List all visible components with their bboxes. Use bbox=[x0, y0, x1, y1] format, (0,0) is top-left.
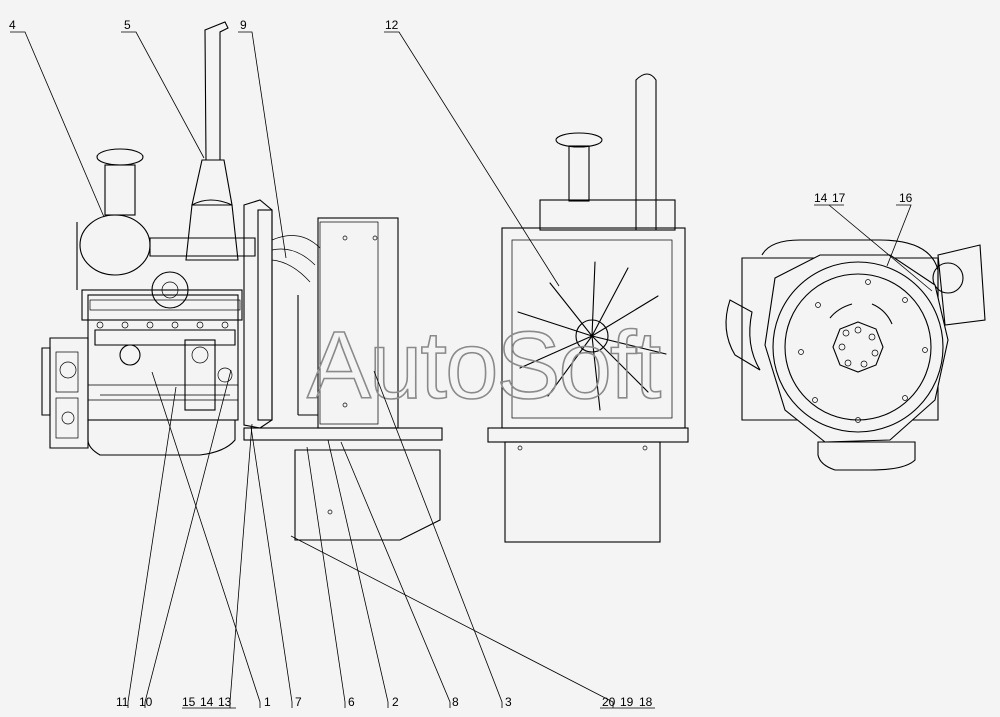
callout-15: 15 bbox=[182, 695, 196, 709]
callout-14-top: 14 bbox=[814, 191, 828, 205]
side-view bbox=[41, 21, 443, 541]
front-view bbox=[487, 73, 689, 543]
callout-3: 3 bbox=[505, 695, 512, 709]
callout-7: 7 bbox=[295, 695, 302, 709]
callout-8: 8 bbox=[452, 695, 459, 709]
callout-10: 10 bbox=[139, 695, 153, 709]
callout-17: 17 bbox=[832, 191, 846, 205]
callout-9: 9 bbox=[240, 18, 247, 32]
callout-18: 18 bbox=[639, 695, 653, 709]
rear-view bbox=[725, 239, 986, 471]
callout-14-bottom: 14 bbox=[200, 695, 214, 709]
callout-1: 1 bbox=[264, 695, 271, 709]
callout-16: 16 bbox=[899, 191, 913, 205]
callout-2: 2 bbox=[392, 695, 399, 709]
leader-lines bbox=[10, 31, 933, 709]
callout-numbers: 4 5 9 12 14 17 16 11 10 15 14 13 1 7 6 2… bbox=[9, 18, 913, 709]
callout-4: 4 bbox=[9, 18, 16, 32]
callout-6: 6 bbox=[348, 695, 355, 709]
callout-11: 11 bbox=[116, 695, 129, 709]
callout-12: 12 bbox=[385, 18, 399, 32]
watermark-text: AutoSoft bbox=[307, 312, 661, 419]
callout-13: 13 bbox=[218, 695, 232, 709]
callout-20: 20 bbox=[602, 695, 616, 709]
callout-5: 5 bbox=[124, 18, 131, 32]
callout-19: 19 bbox=[620, 695, 634, 709]
